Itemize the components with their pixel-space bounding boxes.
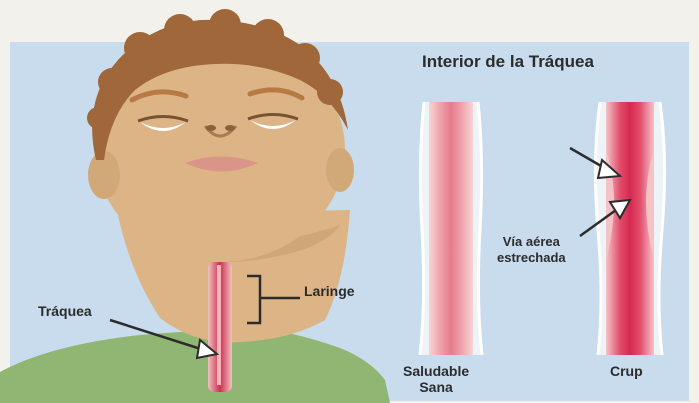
healthy-airway-tube [429, 102, 473, 355]
hair-curl [124, 32, 156, 64]
hair-curl [252, 19, 284, 51]
hair-curl [164, 14, 196, 46]
larynx-label: Laringe [304, 283, 355, 299]
croup-airway-tube [606, 102, 654, 355]
hair-curl [87, 107, 109, 129]
nostril [206, 125, 216, 131]
right-ear [326, 148, 354, 192]
healthy-airway-label-line: Saludable [403, 363, 469, 379]
diagram-title: Interior de la Tráquea [422, 52, 594, 72]
healthy-airway-label-line: Sana [403, 379, 469, 395]
narrowed-airway-label-line: estrechada [497, 250, 566, 266]
hair-curl [290, 43, 320, 73]
nostril [225, 125, 235, 131]
hair-curl [98, 68, 126, 96]
neck-trachea-highlight [217, 265, 221, 385]
trachea-label: Tráquea [38, 303, 92, 319]
narrowed-airway-label-line: Vía aérea [497, 234, 566, 250]
croup-airway-label: Crup [610, 363, 643, 379]
hair-curl [209, 9, 241, 41]
narrowed-airway-label: Vía aérea estrechada [497, 234, 566, 266]
hair-curl [317, 79, 343, 105]
healthy-airway-label: Saludable Sana [403, 363, 469, 395]
